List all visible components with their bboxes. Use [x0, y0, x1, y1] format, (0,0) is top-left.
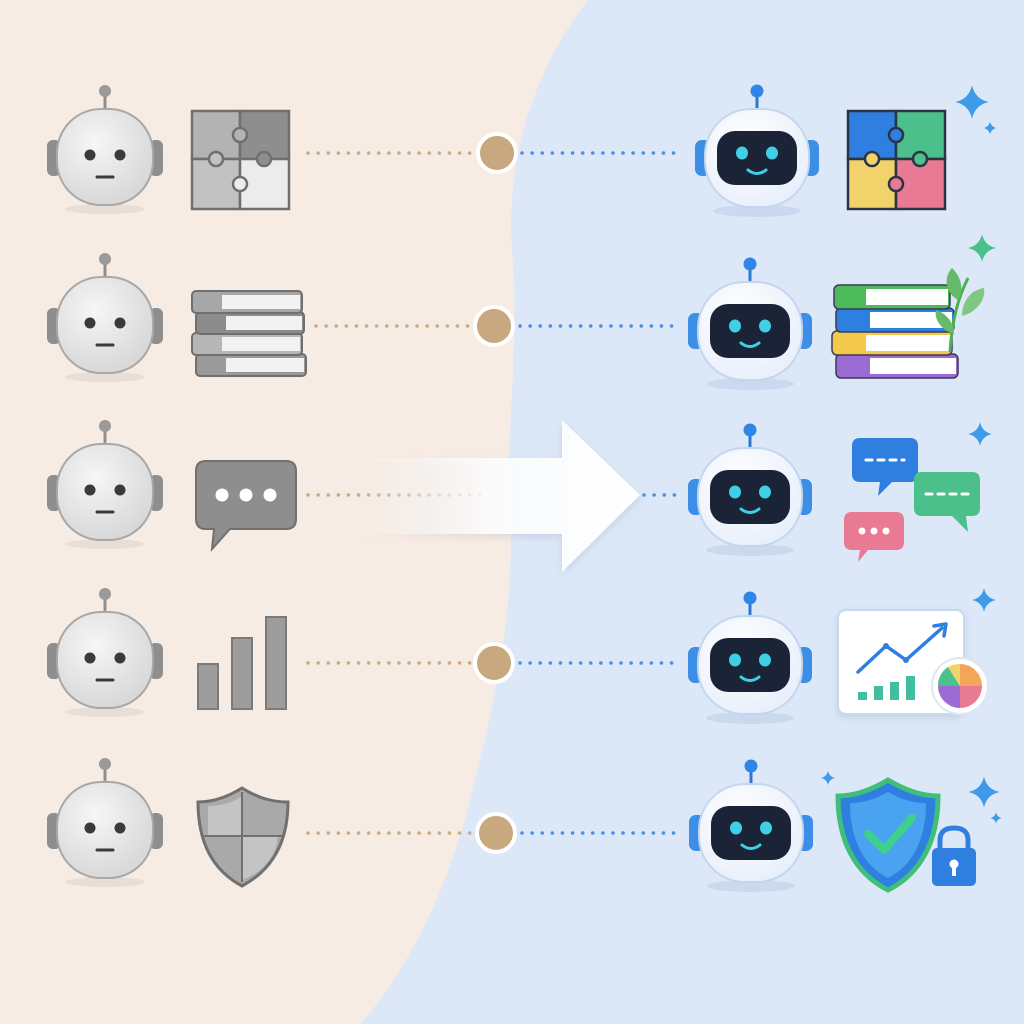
colorful-puzzle-icon — [846, 109, 947, 211]
bar-chart-icon — [197, 616, 287, 710]
junction-node — [475, 812, 517, 854]
shield-check-lock-icon — [835, 777, 976, 893]
pie-chart-icon — [931, 657, 989, 715]
row-4 — [45, 586, 996, 726]
book-stack-icon — [191, 290, 307, 377]
junction-node — [473, 642, 515, 684]
plant-sprout-icon — [935, 268, 985, 353]
chat-bubble-icon — [195, 460, 297, 552]
shield-icon — [196, 786, 290, 888]
junction-node — [473, 305, 515, 347]
row-2 — [45, 234, 996, 392]
row-5 — [45, 756, 1002, 894]
colorful-chat-bubbles-icon — [844, 438, 980, 562]
puzzle-icon — [190, 109, 291, 211]
right-arrow-icon — [360, 420, 640, 572]
colorful-book-stack-icon — [831, 284, 959, 379]
row-1 — [45, 83, 997, 219]
junction-node — [476, 132, 518, 174]
row-3 — [45, 418, 992, 572]
